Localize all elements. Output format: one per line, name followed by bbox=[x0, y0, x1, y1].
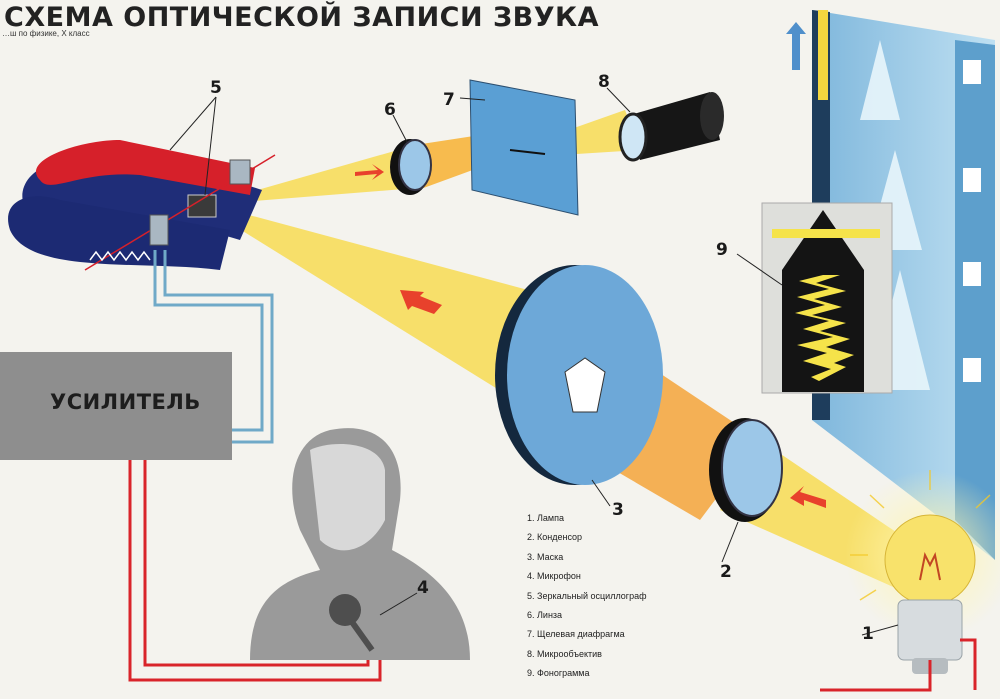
label-7: 7 bbox=[443, 90, 455, 110]
soundtrack bbox=[818, 10, 828, 100]
condenser-lens bbox=[709, 418, 783, 522]
mask-disk bbox=[495, 265, 663, 485]
sprocket-hole bbox=[963, 358, 981, 382]
leader-lines bbox=[169, 87, 899, 636]
legend-item: 7. Щелевая диафрагма bbox=[527, 629, 625, 640]
label-3: 3 bbox=[612, 500, 624, 520]
mirror-oscillograph bbox=[8, 140, 276, 271]
label-5: 5 bbox=[210, 78, 222, 98]
film-strip bbox=[786, 10, 995, 560]
arrow-icons bbox=[355, 164, 826, 508]
lens bbox=[390, 139, 432, 195]
legend-item: 3. Маска bbox=[527, 551, 564, 562]
speaker-head bbox=[250, 428, 470, 660]
legend-item: 8. Микрообъектив bbox=[527, 648, 602, 659]
lamp bbox=[845, 470, 1000, 674]
phonogram-inset bbox=[761, 202, 893, 394]
legend-item: 1. Лампа bbox=[527, 513, 564, 523]
legend-item: 2. Конденсор bbox=[527, 532, 583, 543]
legend-item: 4. Микрофон bbox=[527, 571, 581, 582]
page-subtitle: …ш по физике, X класс bbox=[2, 29, 90, 38]
legend: 1. Лампа 2. Конденсор 3. Маска 4. Микроф… bbox=[527, 509, 647, 684]
legend-item: 5. Зеркальный осциллограф bbox=[527, 590, 647, 601]
amplifier-label: УСИЛИТЕЛЬ bbox=[50, 390, 201, 414]
up-arrow-icon bbox=[786, 22, 806, 70]
sprocket-hole bbox=[963, 60, 981, 84]
page-title: СХЕМА ОПТИЧЕСКОЙ ЗАПИСИ ЗВУКА bbox=[4, 2, 600, 33]
sprocket-hole bbox=[963, 262, 981, 286]
label-4: 4 bbox=[417, 578, 429, 598]
amplifier-box: УСИЛИТЕЛЬ bbox=[0, 352, 232, 460]
legend-item: 9. Фонограмма bbox=[527, 668, 590, 679]
label-9: 9 bbox=[716, 240, 728, 260]
label-2: 2 bbox=[720, 562, 732, 582]
sprocket-hole bbox=[963, 168, 981, 192]
label-6: 6 bbox=[384, 100, 396, 120]
legend-item: 6. Линза bbox=[527, 610, 563, 621]
micro-objective bbox=[618, 92, 724, 162]
label-1: 1 bbox=[862, 624, 874, 644]
slit-diaphragm bbox=[469, 79, 579, 216]
label-8: 8 bbox=[598, 72, 610, 92]
microphone-icon bbox=[329, 594, 361, 626]
